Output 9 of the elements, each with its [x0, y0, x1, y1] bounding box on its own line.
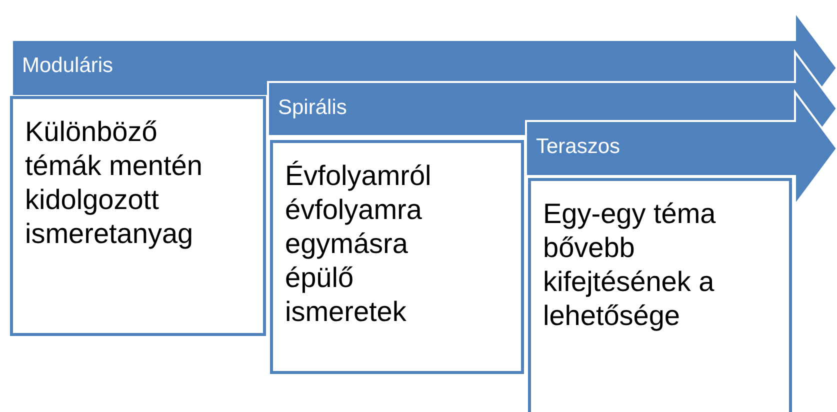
text-box: [10, 96, 266, 336]
stage-description: Egy-egy téma bővebb kifejtésének a lehetősége: [542, 197, 717, 333]
stage-heading: Teraszos: [536, 135, 620, 159]
stage-heading: Moduláris: [22, 54, 114, 78]
text-box: [270, 140, 524, 374]
stage-heading: Spirális: [278, 96, 347, 120]
text-box: [528, 178, 792, 412]
stage-description: Évfolyamról évfolyamra egymásra épülő ismeretek: [284, 159, 432, 329]
stage-description: Különböző témák mentén kidolgozott ismeretanyag: [24, 115, 204, 251]
